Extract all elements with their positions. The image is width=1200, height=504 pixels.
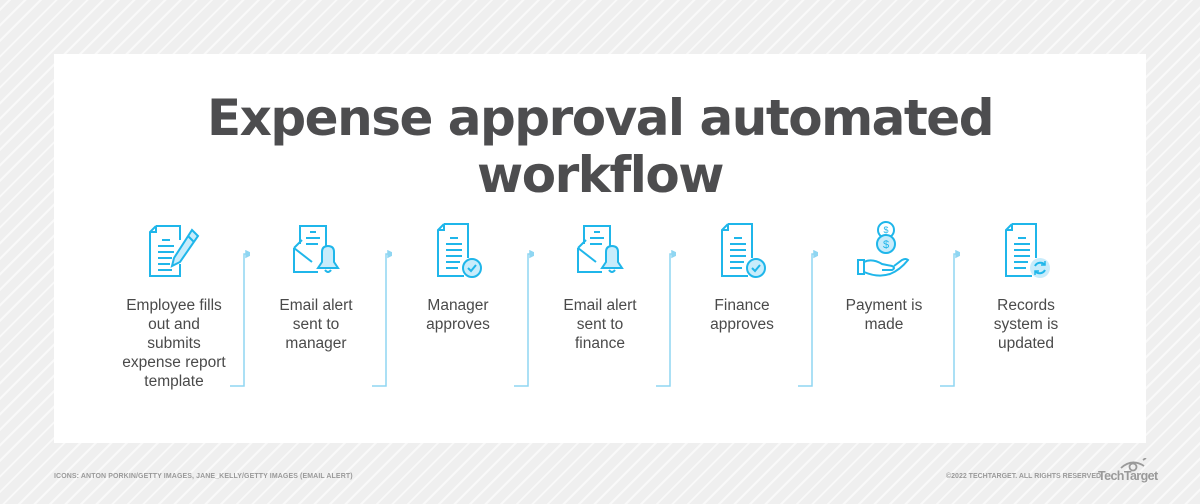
svg-text:$: $ <box>883 239 889 251</box>
title-line-1: Expense approval automated <box>206 89 995 147</box>
connector-arrow <box>372 250 392 387</box>
document-refresh-icon <box>1005 223 1050 278</box>
diagram-title: Expense approval automated workflow <box>54 90 1146 204</box>
techtarget-logo: TechTarget <box>1098 458 1158 486</box>
logo-text: TechTarget <box>1098 469 1158 483</box>
icon-credits: ICONS: ANTON PORKIN/GETTY IMAGES, JANE_K… <box>54 473 353 480</box>
connector-arrow <box>940 250 960 387</box>
svg-text:$: $ <box>883 225 888 235</box>
email-bell-icon <box>293 225 340 273</box>
eye-icon <box>1120 458 1147 472</box>
document-check-icon <box>437 223 482 278</box>
title-line-2: workflow <box>477 146 724 204</box>
document-pencil-icon <box>149 225 200 277</box>
connector-arrow <box>230 250 250 387</box>
connector-arrow <box>656 250 676 387</box>
connector-arrow <box>798 250 818 387</box>
copyright-notice: ©2022 TECHTARGET. ALL RIGHTS RESERVED <box>946 473 1102 480</box>
email-bell-icon <box>577 225 624 273</box>
diagram-card: Expense approval automated workflow Empl… <box>54 54 1146 443</box>
connector-arrow <box>514 250 534 387</box>
document-check-icon <box>721 223 766 278</box>
hand-coins-icon: $ $ <box>857 221 910 277</box>
